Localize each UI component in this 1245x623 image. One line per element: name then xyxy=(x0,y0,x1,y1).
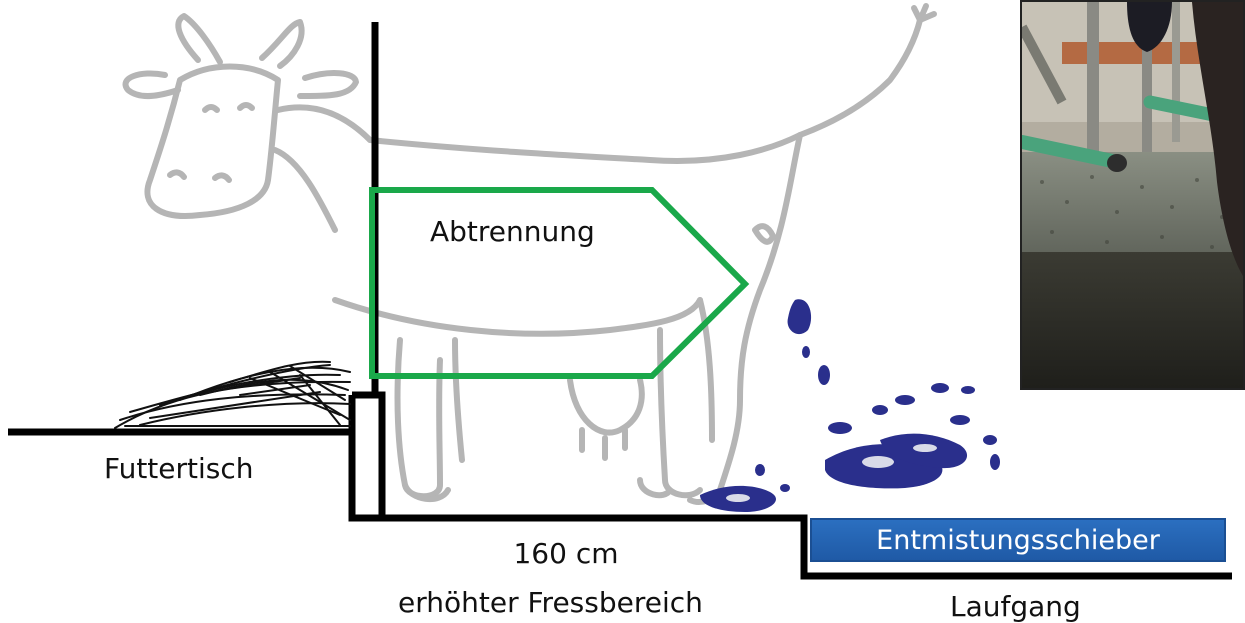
manure-scraper: Entmistungsschieber xyxy=(810,518,1226,562)
raised-area-label: erhöhter Fressbereich xyxy=(398,589,703,617)
feed-table-label: Futtertisch xyxy=(104,455,254,483)
manure-scraper-label: Entmistungsschieber xyxy=(876,527,1160,554)
divider-label: Abtrennung xyxy=(430,218,595,246)
barn-photo-icon xyxy=(1020,0,1245,390)
walkway-label: Laufgang xyxy=(950,593,1081,621)
raised-area-width-label: 160 cm xyxy=(506,540,626,568)
